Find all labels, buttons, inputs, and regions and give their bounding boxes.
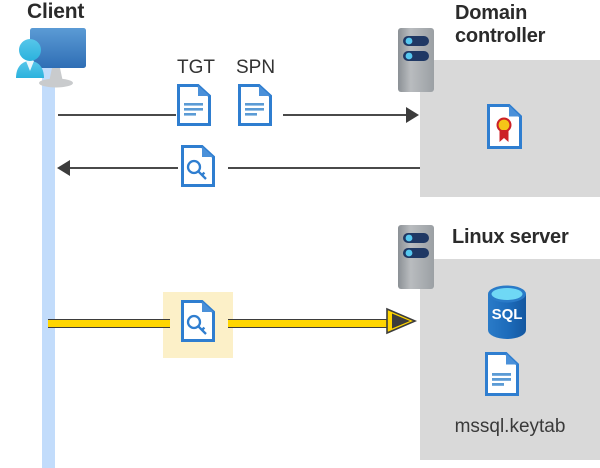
sql-database-icon: SQL [484, 285, 530, 339]
document-lines-icon [177, 84, 211, 126]
domain-controller-title: Domain controller [455, 2, 595, 48]
server-rack-icon [398, 225, 434, 289]
workstation-user-icon [8, 24, 94, 96]
server-rack-icon [398, 28, 434, 92]
sql-label: SQL [492, 306, 523, 323]
service-ticket-arrow-segment-right [228, 319, 392, 328]
request-arrow-segment-right [283, 114, 409, 116]
response-arrow-segment-left [66, 167, 178, 169]
document-key-icon [181, 300, 215, 342]
client-title: Client [27, 0, 85, 23]
spn-label: SPN [236, 57, 276, 78]
tgt-label: TGT [177, 57, 215, 78]
document-key-icon [181, 145, 215, 187]
arrow-head-left-icon [56, 160, 70, 176]
certificate-document-icon [487, 104, 522, 149]
linux-server-title: Linux server [452, 226, 569, 248]
keytab-filename-label: mssql.keytab [454, 416, 566, 437]
service-ticket-arrow-segment-left [48, 319, 170, 328]
document-lines-icon [238, 84, 272, 126]
domain-controller-title-line1: Domain [455, 2, 528, 24]
domain-controller-title-line2: controller [455, 24, 546, 47]
arrow-head-right-icon [406, 107, 420, 123]
client-lifeline [42, 68, 55, 468]
keytab-document-icon [485, 352, 519, 396]
request-arrow-segment-left [58, 114, 176, 116]
response-arrow-segment-right [228, 167, 420, 169]
arrow-head-right-yellow-icon [386, 307, 418, 335]
